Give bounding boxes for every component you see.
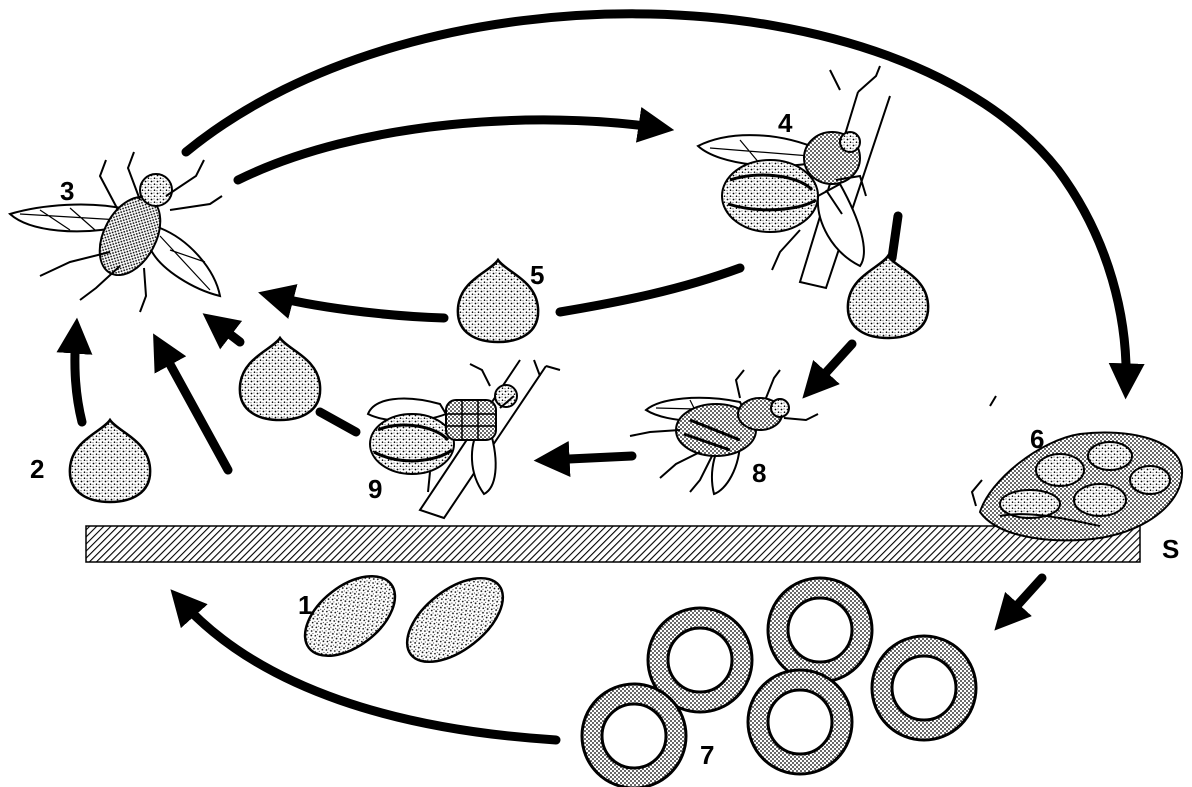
- ring-spore-icon: [582, 684, 686, 787]
- stage-label-6: 6: [1030, 426, 1044, 452]
- arrow-5-to-3: [272, 296, 444, 318]
- cycle-arrows: [75, 14, 1126, 740]
- surface-label: S: [1162, 536, 1179, 562]
- arrow-2-to-3: [75, 332, 82, 422]
- stage-label-8: 8: [752, 460, 766, 486]
- pupa-icon: [291, 560, 518, 678]
- arrow-spore-to-3: [214, 322, 240, 342]
- stage-label-1: 1: [298, 592, 312, 618]
- ring-spore-icon: [872, 636, 976, 740]
- fly-on-stem-icon: [368, 360, 560, 518]
- arrow-9-to-spore: [320, 412, 356, 432]
- conidium-icon: [848, 256, 928, 338]
- conidium-icon: [458, 260, 538, 342]
- fungus-covered-cadaver-icon: [972, 396, 1182, 540]
- fly-icon: [630, 370, 818, 494]
- ring-spore-icon: [748, 670, 852, 774]
- substrate-surface: [86, 526, 1140, 562]
- stage-label-5: 5: [530, 262, 544, 288]
- stage-label-2: 2: [30, 456, 44, 482]
- arrow-4-to-3-via-5: [560, 268, 740, 312]
- stage-label-3: 3: [60, 178, 74, 204]
- fly-icon: [10, 152, 222, 312]
- arrow-3-to-4: [238, 120, 660, 180]
- ring-spore-icon: [768, 578, 872, 682]
- stage-label-7: 7: [700, 742, 714, 768]
- stage-label-9: 9: [368, 476, 382, 502]
- arrow-8-to-9: [548, 456, 632, 460]
- conidium-icon: [240, 338, 320, 420]
- arrow-6-to-7: [1004, 578, 1042, 620]
- arrow-ground-to-3: [160, 346, 228, 470]
- arrow-spore-to-8: [812, 344, 852, 388]
- conidium-icon: [70, 420, 150, 502]
- stage-label-4: 4: [778, 110, 792, 136]
- arrow-3-to-6: [186, 14, 1126, 385]
- arrow-4-to-spore: [892, 216, 898, 258]
- fly-on-stem-icon: [698, 66, 890, 288]
